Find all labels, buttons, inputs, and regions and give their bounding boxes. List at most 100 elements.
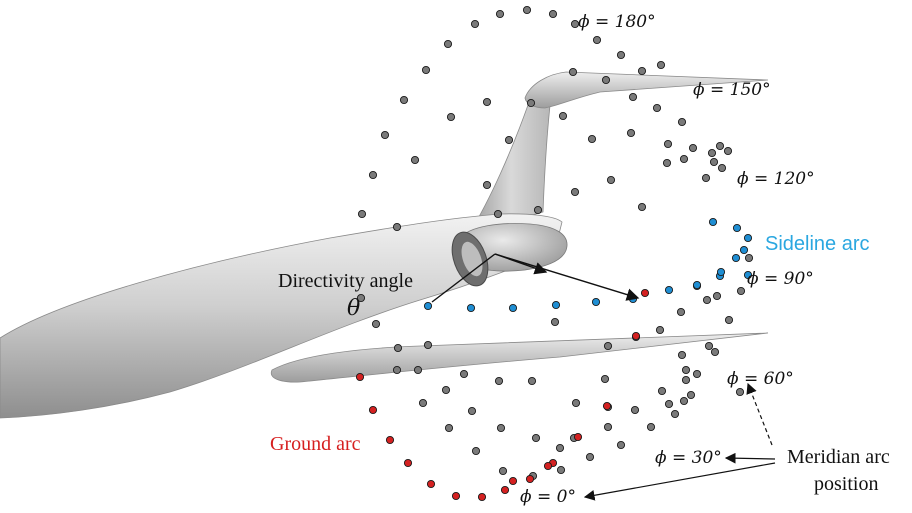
- phi-120-label: ϕ = 120°: [737, 169, 815, 189]
- ground-mic-16: [508, 476, 518, 486]
- meridian-mic-64: [418, 398, 428, 408]
- ground-mic-11: [573, 432, 583, 442]
- sideline-mic-14: [732, 223, 742, 233]
- meridian-mic-84: [603, 341, 613, 351]
- meridian-mic-31: [707, 148, 717, 158]
- meridian-arc-label-line2: position: [814, 473, 878, 495]
- sideline-mic-8: [692, 280, 702, 290]
- meridian-mic-79: [677, 350, 687, 360]
- meridian-mic-5: [470, 19, 480, 29]
- meridian-mic-97: [555, 443, 565, 453]
- directivity-angle-label: Directivity angle: [278, 270, 413, 292]
- ground-arc-microphones: [355, 288, 650, 502]
- meridian-mic-35: [717, 163, 727, 173]
- meridian-mic-82: [735, 387, 745, 397]
- meridian-mic-14: [637, 66, 647, 76]
- sideline-mic-12: [739, 245, 749, 255]
- meridian-mic-51: [467, 406, 477, 416]
- meridian-mic-67: [498, 466, 508, 476]
- meridian-mic-46: [356, 293, 366, 303]
- ground-mic-7: [477, 492, 487, 502]
- sideline-mic-10: [731, 253, 741, 263]
- meridian-mic-96: [670, 409, 680, 419]
- meridian-mic-50: [441, 385, 451, 395]
- ground-mic-14: [640, 288, 650, 298]
- meridian-arc-label-line1: Meridian arc: [787, 446, 890, 468]
- meridian-mic-25: [410, 155, 420, 165]
- meridian-mic-18: [628, 92, 638, 102]
- meridian-mic-87: [571, 398, 581, 408]
- ground-mic-12: [602, 401, 612, 411]
- meridian-mic-4: [570, 19, 580, 29]
- meridian-mic-12: [592, 35, 602, 45]
- meridian-mic-83: [550, 317, 560, 327]
- meridian-mic-44: [637, 202, 647, 212]
- meridian-mic-6: [443, 39, 453, 49]
- meridian-mic-30: [688, 143, 698, 153]
- sideline-mic-5: [591, 297, 601, 307]
- meridian-mic-71: [616, 440, 626, 450]
- meridian-mic-10: [368, 170, 378, 180]
- meridian-mic-11: [357, 209, 367, 219]
- meridian-mic-80: [710, 347, 720, 357]
- meridian-mic-20: [677, 117, 687, 127]
- meridian-mic-65: [444, 423, 454, 433]
- ground-mic-5: [426, 479, 436, 489]
- sideline-mic-16: [716, 267, 726, 277]
- meridian-mic-28: [626, 128, 636, 138]
- meridian-mic-16: [568, 67, 578, 77]
- meridian-mic-17: [601, 75, 611, 85]
- meridian-arc-arrows: [583, 382, 776, 501]
- sideline-mic-7: [664, 285, 674, 295]
- sideline-arc-label: Sideline arc: [765, 233, 870, 255]
- ground-mic-15: [543, 461, 553, 471]
- meridian-mic-91: [494, 376, 504, 386]
- arrow-to-phi-60: [746, 382, 773, 446]
- ground-mic-2: [368, 405, 378, 415]
- meridian-mic-39: [482, 180, 492, 190]
- meridian-mic-29: [662, 158, 672, 168]
- meridian-mic-15: [656, 60, 666, 70]
- phi-30-label: ϕ = 30°: [655, 448, 722, 468]
- meridian-mic-9: [380, 130, 390, 140]
- meridian-mic-53: [531, 433, 541, 443]
- meridian-mic-48: [393, 343, 403, 353]
- meridian-mic-3: [548, 9, 558, 19]
- phi-60-label: ϕ = 60°: [727, 369, 794, 389]
- meridian-mic-60: [724, 315, 734, 325]
- meridian-mic-21: [482, 97, 492, 107]
- meridian-mic-38: [392, 222, 402, 232]
- meridian-mic-52: [496, 423, 506, 433]
- meridian-mic-34: [723, 146, 733, 156]
- sideline-mic-4: [551, 300, 561, 310]
- sideline-mic-3: [508, 303, 518, 313]
- meridian-mic-33: [715, 141, 725, 151]
- meridian-mic-86: [655, 325, 665, 335]
- meridian-mic-90: [527, 376, 537, 386]
- meridian-mic-93: [423, 340, 433, 350]
- ground-mic-9: [525, 474, 535, 484]
- meridian-mic-47: [371, 319, 381, 329]
- meridian-mic-42: [533, 205, 543, 215]
- meridian-mic-24: [558, 111, 568, 121]
- meridian-mic-56: [630, 405, 640, 415]
- meridian-mic-7: [421, 65, 431, 75]
- phi-90-label: ϕ = 90°: [747, 269, 814, 289]
- meridian-mic-69: [556, 465, 566, 475]
- ground-mic-8: [500, 485, 510, 495]
- directivity-angle-construction: [431, 253, 640, 303]
- meridian-mic-78: [712, 291, 722, 301]
- theta-label: θ: [347, 296, 360, 321]
- meridian-mic-95: [686, 390, 696, 400]
- directivity-ray-lower: [494, 253, 640, 301]
- meridian-mic-23: [446, 112, 456, 122]
- meridian-mic-8: [399, 95, 409, 105]
- meridian-mic-57: [657, 386, 667, 396]
- meridian-mic-89: [600, 374, 610, 384]
- meridian-mic-62: [744, 253, 754, 263]
- meridian-mic-73: [664, 399, 674, 409]
- meridian-mic-40: [606, 175, 616, 185]
- sideline-mic-2: [466, 303, 476, 313]
- meridian-mic-77: [702, 295, 712, 305]
